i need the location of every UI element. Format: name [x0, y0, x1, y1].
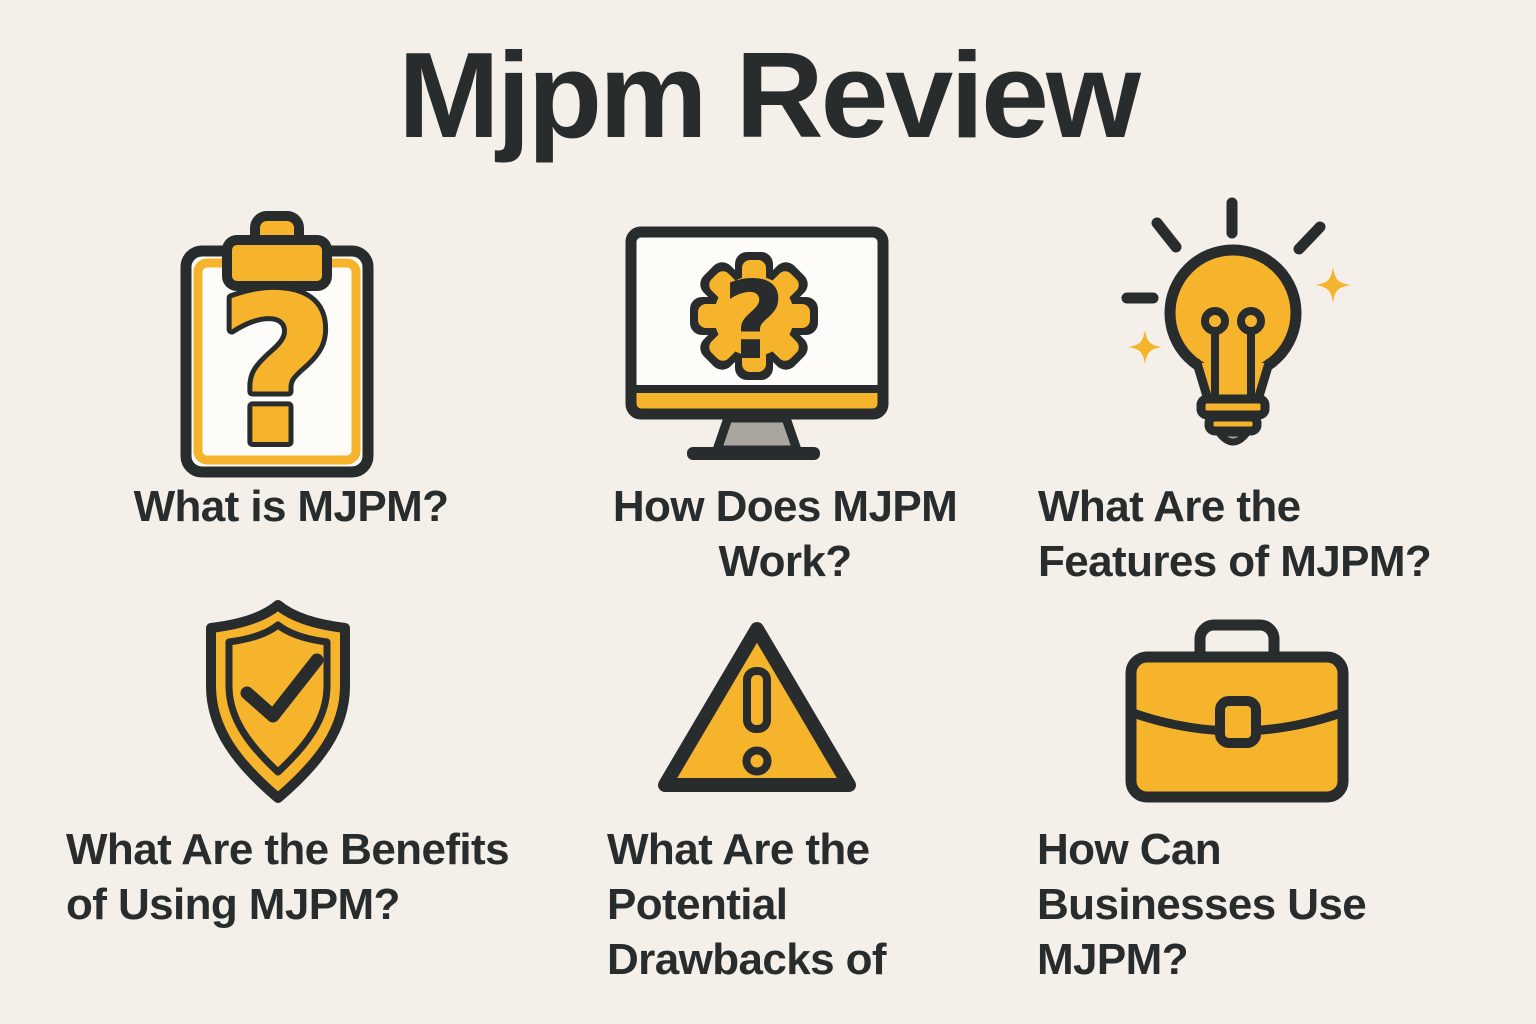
clipboard-question-icon: ?	[177, 210, 377, 480]
briefcase-buckle	[1215, 696, 1261, 748]
lightbulb-svg	[1121, 197, 1351, 446]
warning-triangle-icon	[652, 615, 862, 800]
briefcase-icon	[1125, 617, 1350, 812]
shield-svg	[206, 600, 350, 803]
checkmark	[240, 653, 324, 723]
monitor-gear-svg: ?	[625, 226, 889, 460]
question-label-benefits: What Are the Benefits of Using MJPM?	[66, 825, 510, 929]
svg-text:?: ?	[723, 259, 786, 384]
question-label-drawbacks: What Are the Potential Drawbacks of	[607, 825, 887, 984]
exclamation-dot	[742, 746, 772, 776]
ray-left	[1151, 217, 1182, 253]
shield-check-icon	[188, 600, 368, 805]
question-label-what-is: What is MJPM?	[133, 482, 449, 531]
lightbulb-idea-icon	[1113, 195, 1353, 465]
question-label-how-work: How Does MJPM Work?	[612, 482, 958, 586]
warning-svg	[658, 622, 856, 792]
briefcase-svg	[1125, 619, 1349, 803]
page-title: Mjpm Review	[398, 27, 1141, 163]
question-label-features: What Are the Features of MJPM?	[1038, 482, 1432, 586]
clipboard-question-svg: ?	[180, 211, 374, 480]
gear-shape: ?	[690, 252, 818, 384]
question-label-businesses: How Can Businesses Use MJPM?	[1037, 825, 1367, 984]
sparkle-right	[1315, 267, 1351, 303]
monitor-gear-icon: ?	[625, 226, 895, 466]
sparkle-left	[1128, 330, 1162, 364]
exclamation-bar	[743, 667, 771, 733]
ray-right	[1293, 221, 1326, 255]
svg-text:?: ?	[218, 253, 337, 480]
